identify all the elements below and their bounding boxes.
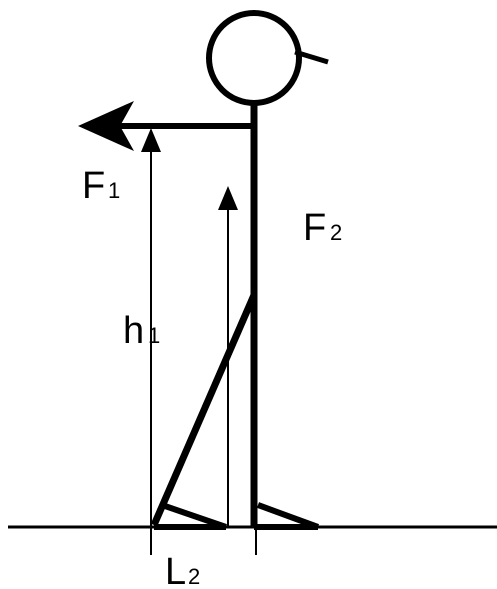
- head-circle: [206, 10, 302, 106]
- label-h1: h 1: [123, 310, 160, 352]
- label-l2: L 2: [165, 551, 200, 589]
- back-foot-top: [161, 502, 227, 530]
- svg-text:1: 1: [108, 178, 120, 203]
- leaning-leg: [150, 293, 258, 527]
- head-nose: [294, 49, 329, 65]
- label-f2: F 2: [303, 207, 342, 249]
- svg-text:h: h: [123, 310, 144, 352]
- svg-text:2: 2: [330, 220, 342, 245]
- h1-arrowhead: [141, 128, 161, 152]
- f1-arrowhead: [78, 101, 134, 151]
- label-f1: F 1: [82, 165, 120, 207]
- svg-text:L: L: [165, 551, 186, 589]
- leg-height-arrowhead: [218, 186, 238, 210]
- svg-text:F: F: [303, 207, 326, 249]
- svg-text:1: 1: [148, 323, 160, 348]
- svg-text:2: 2: [188, 564, 200, 589]
- front-foot-top: [256, 502, 320, 530]
- svg-text:F: F: [82, 165, 105, 207]
